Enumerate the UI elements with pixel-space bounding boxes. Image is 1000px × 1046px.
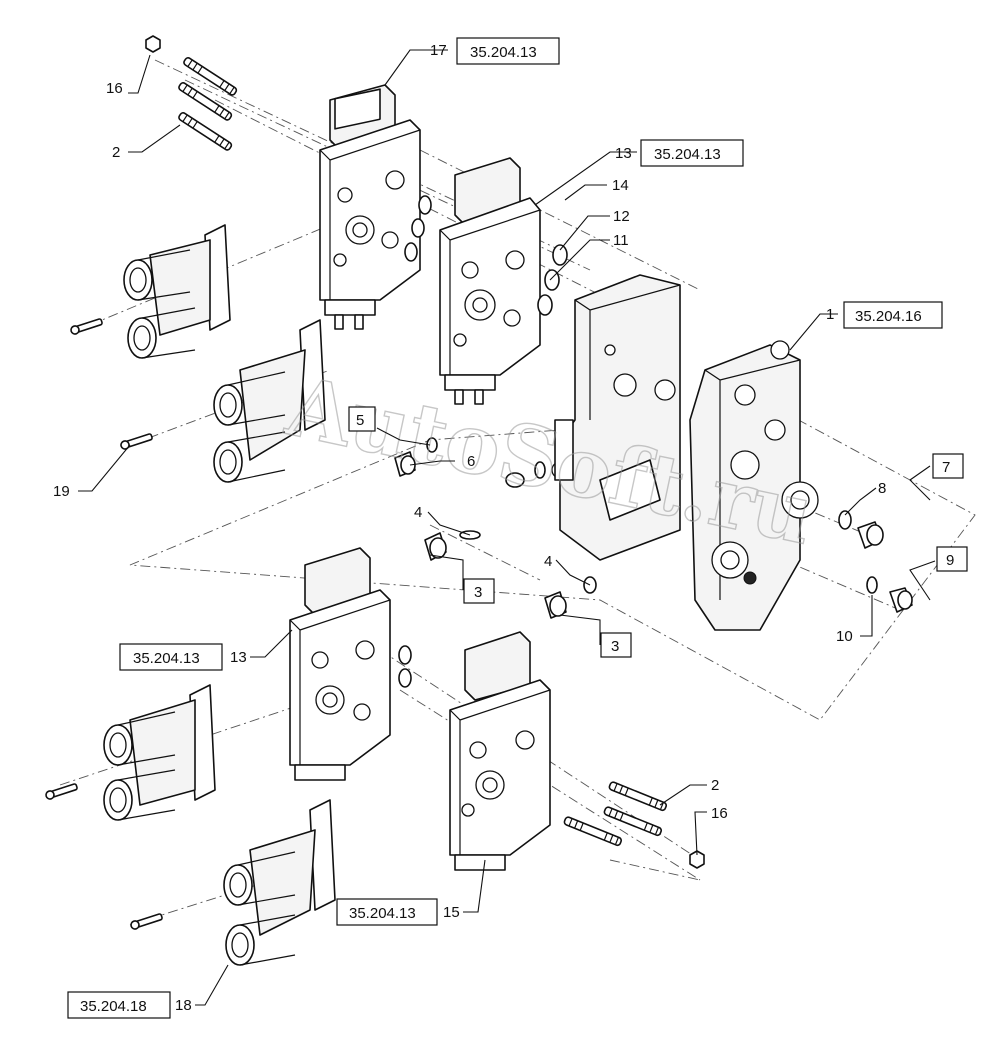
reference-15: 35.204.13 [349, 905, 416, 922]
callout-3-upper: 3 [474, 584, 482, 601]
callout-19: 19 [53, 483, 70, 500]
callout-17: 17 [430, 42, 447, 59]
stud-bolts-upper [145, 35, 238, 151]
stud-bolts-lower [563, 781, 705, 869]
boxed-callouts: 5 7 9 3 3 [348, 406, 968, 658]
callout-2-bottom: 2 [711, 777, 719, 794]
callout-15: 15 [443, 904, 460, 921]
callout-8: 8 [878, 480, 886, 497]
callout-12: 12 [613, 208, 630, 225]
callout-16-bottom: 16 [711, 805, 728, 822]
coupler-block-lower-left-1 [45, 684, 216, 821]
callout-9: 9 [946, 552, 954, 569]
callout-5: 5 [356, 412, 364, 429]
valve-section-13-lower [289, 547, 412, 781]
reference-17: 35.204.13 [470, 44, 537, 61]
callout-labels: 16 2 17 13 14 12 11 1 6 19 4 4 8 10 13 2… [53, 42, 886, 1014]
reference-18: 35.204.18 [80, 998, 147, 1015]
callout-14: 14 [612, 177, 629, 194]
leader-lines [78, 49, 936, 1006]
section-references: 35.204.13 35.204.13 35.204.16 35.204.13 … [67, 37, 943, 1019]
coupler-block-upper-left [70, 224, 231, 359]
valve-section-15 [449, 631, 551, 871]
callout-13-upper: 13 [615, 145, 632, 162]
coupler-block-lower-left-2 [130, 799, 336, 966]
inlet-section [505, 274, 681, 561]
callout-6: 6 [467, 453, 475, 470]
coupler-block-middle-left [120, 319, 326, 483]
callout-3-lower: 3 [611, 638, 619, 655]
callout-11: 11 [613, 232, 629, 249]
callout-7: 7 [942, 459, 950, 476]
callout-16-top: 16 [106, 80, 123, 97]
callout-4-upper: 4 [414, 504, 422, 521]
valve-section-17 [319, 84, 421, 330]
valve-section-13-upper [404, 157, 568, 405]
callout-18: 18 [175, 997, 192, 1014]
callout-4-lower: 4 [544, 553, 552, 570]
reference-1: 35.204.16 [855, 308, 922, 325]
reference-13-upper: 35.204.13 [654, 146, 721, 163]
callout-10: 10 [836, 628, 853, 645]
end-cover-1 [689, 340, 819, 631]
plugs-and-seals [394, 437, 913, 619]
reference-13-lower: 35.204.13 [133, 650, 200, 667]
callout-13-lower: 13 [230, 649, 247, 666]
callout-1: 1 [826, 306, 834, 323]
callout-2-top: 2 [112, 144, 120, 161]
